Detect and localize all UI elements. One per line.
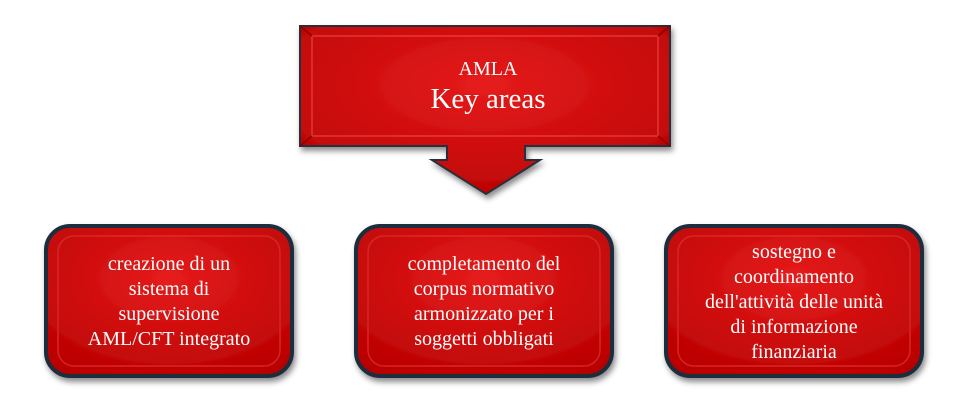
box-3	[664, 224, 924, 378]
box-3-label: sostegno e coordinamento dell'attività d…	[705, 240, 883, 363]
header-label: AMLA Key areas	[306, 30, 670, 142]
top-callout	[299, 25, 671, 196]
box-1	[44, 224, 294, 378]
header-title-line1: AMLA	[458, 58, 518, 80]
header-title-line2: Key areas	[430, 83, 546, 115]
box-2	[354, 224, 614, 378]
box-1-label: creazione di un sistema di supervisione …	[87, 253, 251, 350]
box-2-label: completamento del corpus normativo armon…	[407, 253, 561, 350]
